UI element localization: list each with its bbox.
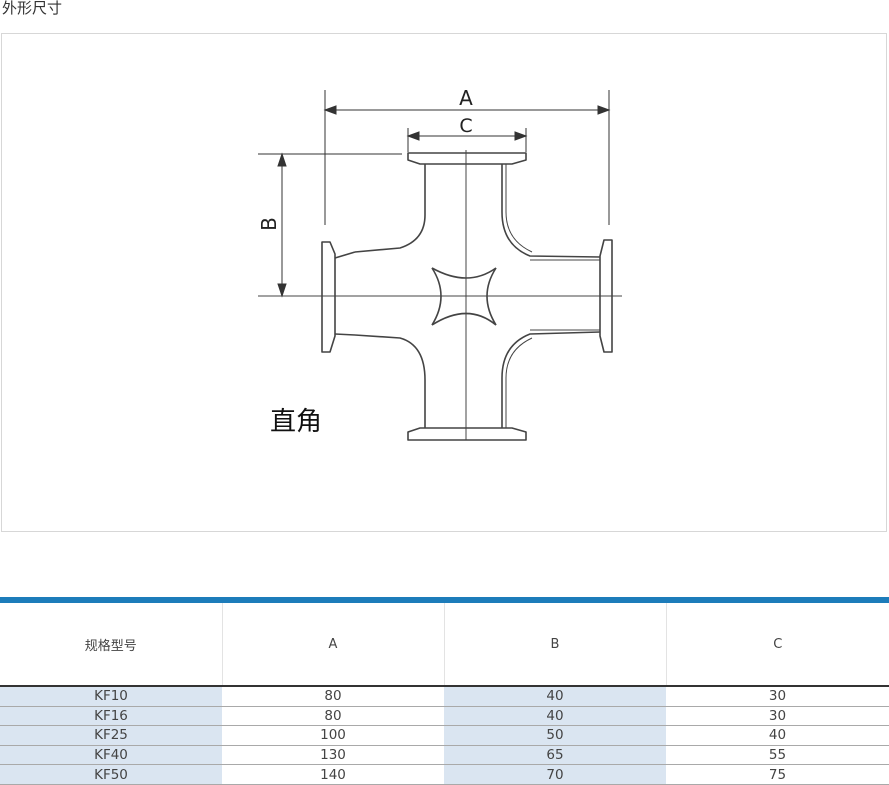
header-c: C <box>666 600 889 687</box>
table-row: KF10 80 40 30 <box>0 686 889 707</box>
top-arm-right-wall <box>501 164 601 258</box>
dimension-a <box>323 90 611 225</box>
cell-model: KF16 <box>0 706 222 727</box>
four-way-cross-drawing: A C B 直角 <box>257 86 622 441</box>
cell-a: 80 <box>222 706 444 727</box>
cell-c: 55 <box>666 745 889 766</box>
cell-a: 80 <box>222 686 444 707</box>
cell-a: 130 <box>222 745 444 766</box>
table-row: KF40 130 65 55 <box>0 745 889 766</box>
cell-a: 100 <box>222 725 444 746</box>
table-row: KF16 80 40 30 <box>0 706 889 727</box>
top-flange <box>407 152 527 165</box>
top-arm-left-wall <box>354 164 426 253</box>
center-lines <box>258 150 622 440</box>
label-b: B <box>257 217 281 231</box>
cell-b: 70 <box>444 764 666 785</box>
dimension-figure-frame <box>1 33 887 532</box>
table-row: KF25 100 50 40 <box>0 725 889 746</box>
header-model: 规格型号 <box>0 600 223 687</box>
cell-b: 65 <box>444 745 666 766</box>
cell-c: 30 <box>666 686 889 707</box>
table-header-row: 规格型号 A B C <box>0 600 889 687</box>
spec-table: 规格型号 A B C KF10 80 40 30 KF16 80 40 30 K… <box>0 597 889 785</box>
cell-model: KF40 <box>0 745 222 766</box>
cell-b: 40 <box>444 686 666 707</box>
left-flange <box>321 241 336 353</box>
section-title: 外形尺寸 <box>2 0 63 17</box>
inner-curve-top <box>431 267 497 279</box>
label-c: C <box>459 115 472 137</box>
right-flange <box>599 239 613 353</box>
header-b: B <box>444 600 667 687</box>
bottom-arm-left-wall <box>354 334 426 428</box>
cell-c: 75 <box>666 764 889 785</box>
drawing-caption: 直角 <box>270 407 322 437</box>
dimension-b <box>258 152 402 298</box>
cell-model: KF25 <box>0 725 222 746</box>
cell-c: 30 <box>666 706 889 727</box>
cell-b: 40 <box>444 706 666 727</box>
cell-model: KF10 <box>0 686 222 707</box>
cell-a: 140 <box>222 764 444 785</box>
table-row: KF50 140 70 75 <box>0 764 889 785</box>
cell-c: 40 <box>666 725 889 746</box>
cell-b: 50 <box>444 725 666 746</box>
header-a: A <box>222 600 445 687</box>
label-a: A <box>459 86 473 110</box>
inner-curve-bottom <box>431 312 497 326</box>
cell-model: KF50 <box>0 764 222 785</box>
dimension-c <box>406 128 528 152</box>
bottom-flange <box>407 427 527 441</box>
bottom-arm-right-wall <box>501 331 601 428</box>
